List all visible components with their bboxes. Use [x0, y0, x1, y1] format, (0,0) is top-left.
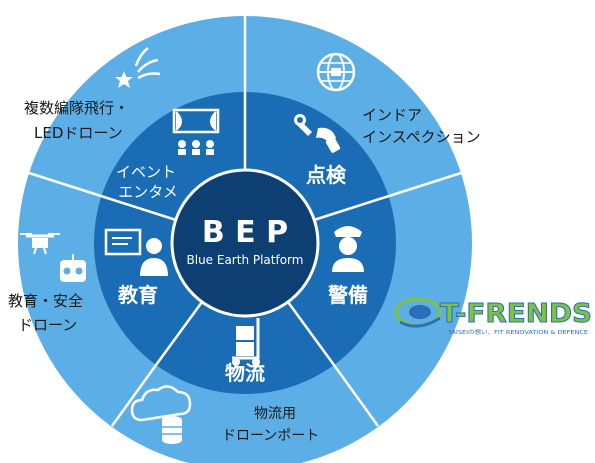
outer-label-logistics-2: ドローンポート [222, 428, 319, 444]
segment-label-logistics: 物流 [225, 361, 265, 385]
cloud-database-icon [130, 385, 192, 444]
center-title: B E P [202, 215, 288, 250]
outer-label-formation-2: LEDドローン [34, 124, 123, 142]
segment-label-security: 警備 [328, 283, 368, 307]
outer-label-logistics-1: 物流用 [254, 406, 296, 422]
segment-label-education: 教育 [118, 283, 158, 307]
outer-label-education-2: ドローン [18, 316, 77, 334]
drone-controller-icon [20, 233, 86, 282]
outer-label-indoor-2: インスペクション [362, 128, 481, 146]
center-subtitle: Blue Earth Platform [187, 253, 304, 267]
logo-name: T-FRENDS [440, 299, 592, 329]
outer-dividers [28, 16, 462, 427]
segment-label-event-1: イベント [116, 163, 176, 181]
outer-label-education-1: 教育・安全 [8, 292, 83, 310]
segment-label-event-2: エンタメ [118, 183, 178, 201]
outer-label-formation-1: 複数編隊飛行・ [24, 99, 129, 117]
outer-label-indoor-1: インドア [362, 106, 422, 124]
stage-audience-icon [172, 108, 220, 155]
hand-truck-icon [232, 318, 260, 366]
globe-drone-icon [316, 52, 356, 92]
wrench-hand-icon [294, 114, 341, 153]
security-guard-icon [332, 226, 364, 272]
t-frends-logo: T-FRENDS TAISEIの想い、FIT RENOVATION & DEFE… [394, 297, 593, 336]
inner-dividers [100, 92, 390, 366]
segment-label-inspection: 点検 [306, 163, 347, 187]
teacher-board-icon [104, 228, 168, 276]
logo-tagline: TAISEIの想い、FIT RENOVATION & DEFENCE [447, 328, 589, 336]
star-burst-icon [115, 47, 161, 88]
